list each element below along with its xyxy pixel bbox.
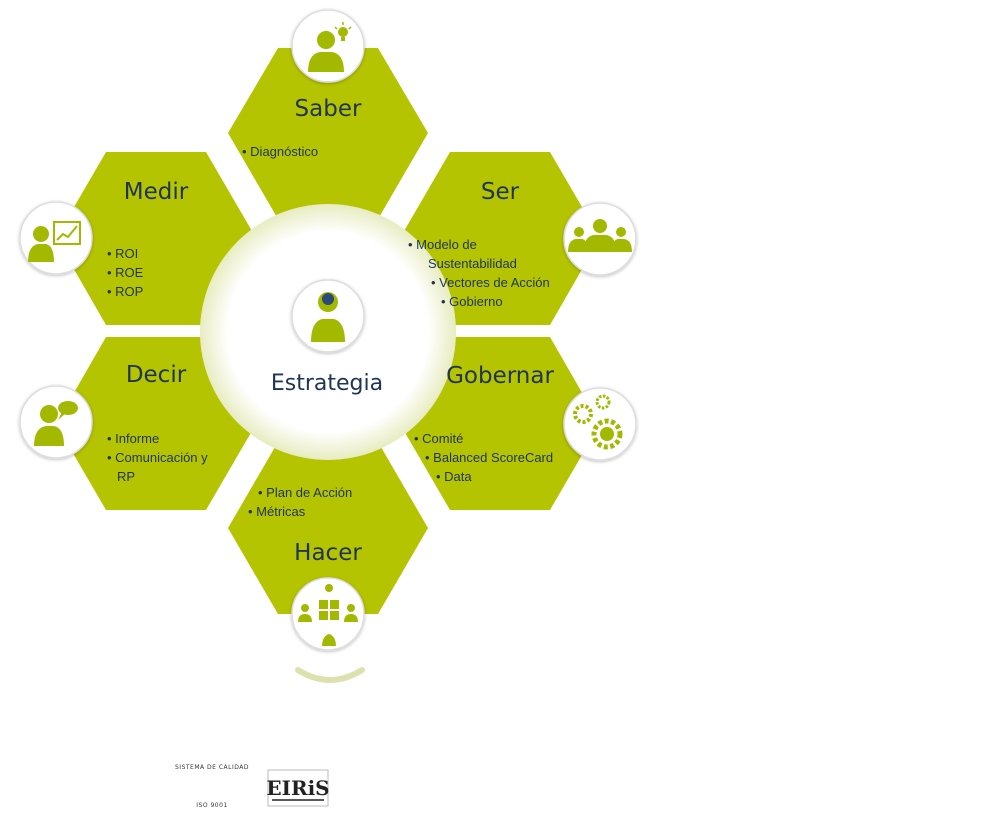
hacer-item: • Plan de Acción <box>258 485 352 500</box>
decir-item: • Comunicación y <box>107 450 208 465</box>
saber-item: • Diagnóstico <box>242 144 318 159</box>
ser-item: • Modelo de <box>408 237 477 252</box>
ser-item: • Vectores de Acción <box>431 275 550 290</box>
hexagon-ser <box>400 152 600 325</box>
gobernar-item: • Balanced ScoreCard <box>425 450 553 465</box>
ser-item: Sustentabilidad <box>428 256 517 271</box>
decir-item: RP <box>117 469 135 484</box>
hacer-item: • Métricas <box>248 504 306 519</box>
bottom-shadow-arc <box>295 667 365 683</box>
hacer-title: Hacer <box>294 540 362 566</box>
medir-item: • ROI <box>107 246 138 261</box>
medir-item: • ROE <box>107 265 144 280</box>
gobernar-item: • Comité <box>414 431 463 446</box>
hexagon-decir <box>56 337 256 510</box>
puzzle-team-icon <box>291 577 365 651</box>
medir-title: Medir <box>124 179 189 205</box>
svg-text:SISTEMA DE CALIDAD: SISTEMA DE CALIDAD <box>175 764 249 771</box>
hexagon-saber <box>228 48 428 219</box>
presentation-chart-icon <box>19 201 93 275</box>
center-title: Estrategia <box>271 371 383 396</box>
eiris-logo: EIRiS <box>266 769 330 807</box>
speech-person-icon <box>19 385 93 459</box>
iso-9001-logo: SISTEMA DE CALIDAD ISO 9001 <box>175 761 249 809</box>
medir-item: • ROP <box>107 284 143 299</box>
gobernar-item: • Data <box>436 469 472 484</box>
decir-item: • Informe <box>107 431 159 446</box>
head-brain-icon <box>291 279 365 353</box>
hexagon-gobernar <box>400 337 600 510</box>
gobernar-title: Gobernar <box>446 363 554 389</box>
hexagon-hacer <box>228 442 428 614</box>
hexagon-medir <box>56 152 256 325</box>
group-people-icon <box>563 202 637 276</box>
ser-item: • Gobierno <box>441 294 503 309</box>
ser-title: Ser <box>481 179 520 205</box>
svg-text:EIRiS: EIRiS <box>266 776 329 800</box>
svg-text:ISO 9001: ISO 9001 <box>196 802 227 809</box>
saber-title: Saber <box>295 96 362 122</box>
idea-person-icon <box>291 9 365 83</box>
gears-people-icon <box>563 387 637 461</box>
decir-title: Decir <box>126 362 187 388</box>
